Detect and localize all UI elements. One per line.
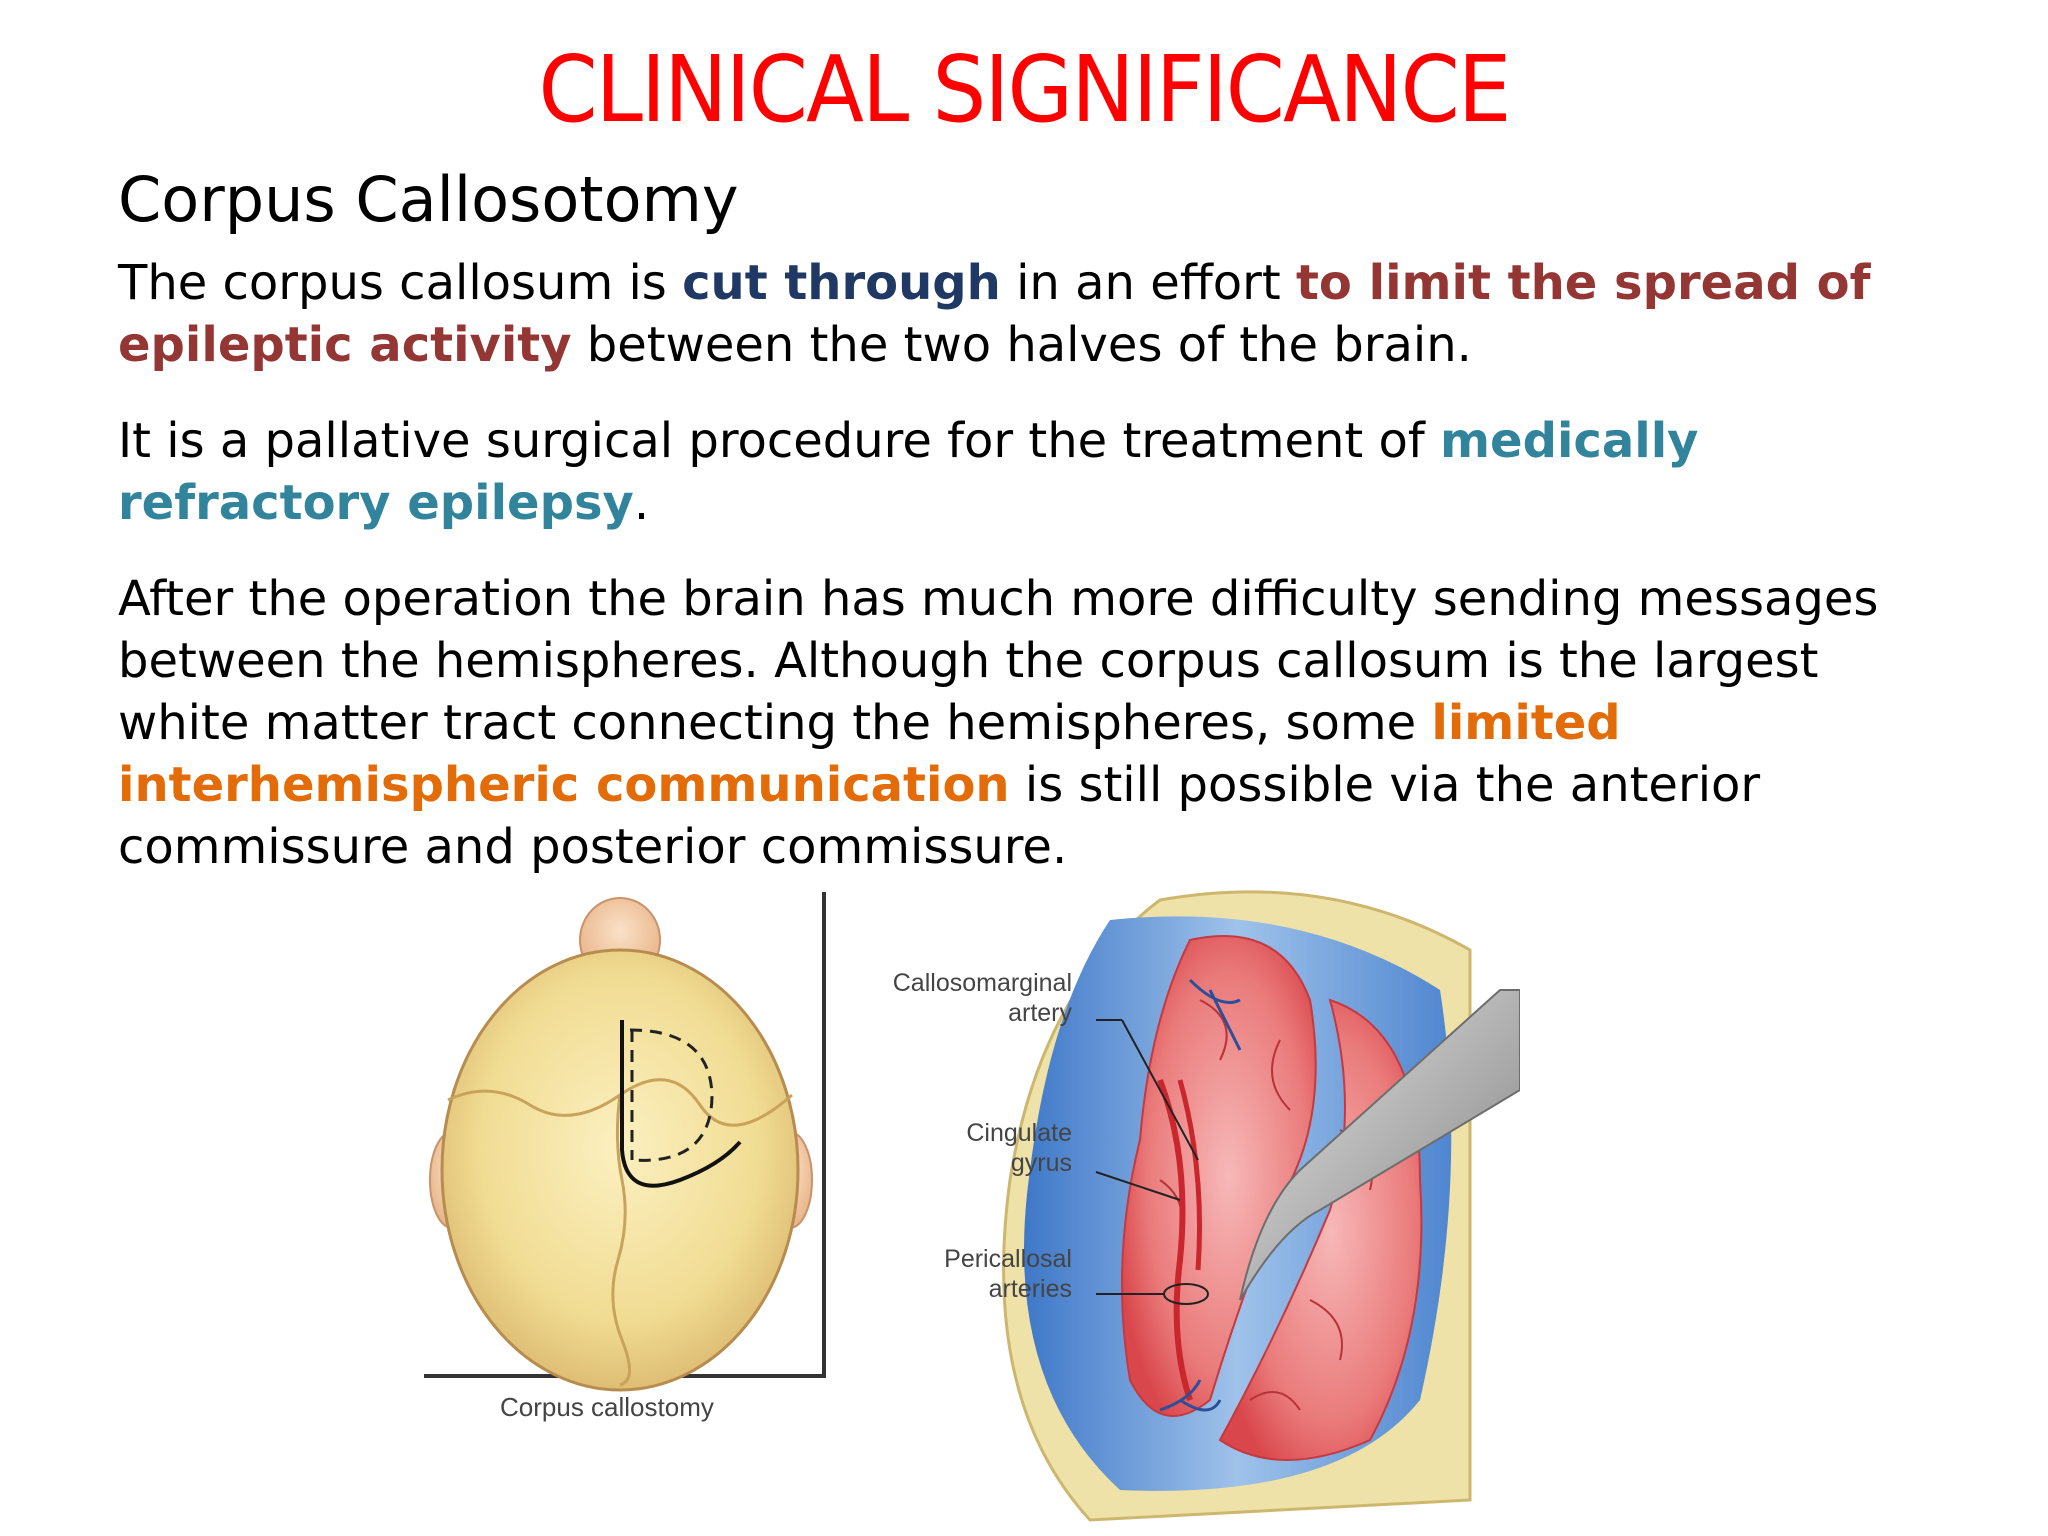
label-pericallosal-line1: Pericallosal xyxy=(944,1245,1072,1273)
paragraph-3: After the operation the brain has much m… xyxy=(118,568,1938,878)
figure-left-caption: Corpus callostomy xyxy=(500,1392,714,1422)
label-pericallosal-arteries: Pericallosal arteries xyxy=(872,1244,1072,1304)
paragraph-1: The corpus callosum is cut through in an… xyxy=(118,252,1938,376)
para1-text-3: between the two halves of the brain. xyxy=(571,317,1472,373)
slide-title: CLINICAL SIGNIFICANCE xyxy=(538,36,1511,143)
para2-text-1: It is a pallative surgical procedure for… xyxy=(118,413,1441,469)
label-cingulate-line2: gyrus xyxy=(1010,1149,1072,1177)
label-cingulate-line1: Cingulate xyxy=(966,1119,1072,1147)
para3-text-2: is still possible via the anterior commi… xyxy=(118,757,1761,875)
skull-top-view-illustration xyxy=(424,892,826,1392)
label-callosomarginal-line2: artery xyxy=(1008,999,1072,1027)
para1-highlight-limit-spread: to limit the spread of epileptic activit… xyxy=(118,255,1871,373)
slide-subtitle: Corpus Callosotomy xyxy=(118,163,739,236)
para3-highlight-interhemispheric: limited interhemispheric communication xyxy=(118,695,1621,813)
paragraph-2: It is a pallative surgical procedure for… xyxy=(118,410,1938,534)
para1-highlight-cut-through: cut through xyxy=(682,255,1001,311)
label-callosomarginal-artery: Callosomarginal artery xyxy=(872,968,1072,1028)
para1-text-1: The corpus callosum is xyxy=(118,255,683,311)
label-callosomarginal-line1: Callosomarginal xyxy=(892,969,1072,997)
para1-text-2: in an effort xyxy=(1000,255,1296,311)
surgical-exposure-illustration xyxy=(1002,890,1520,1522)
label-pericallosal-line2: arteries xyxy=(988,1275,1072,1303)
para3-text-1: After the operation the brain has much m… xyxy=(118,571,1879,751)
para2-text-2: . xyxy=(633,475,650,531)
label-cingulate-gyrus: Cingulate gyrus xyxy=(872,1118,1072,1178)
para2-highlight-refractory-epilepsy: medically refractory epilepsy xyxy=(118,413,1699,531)
